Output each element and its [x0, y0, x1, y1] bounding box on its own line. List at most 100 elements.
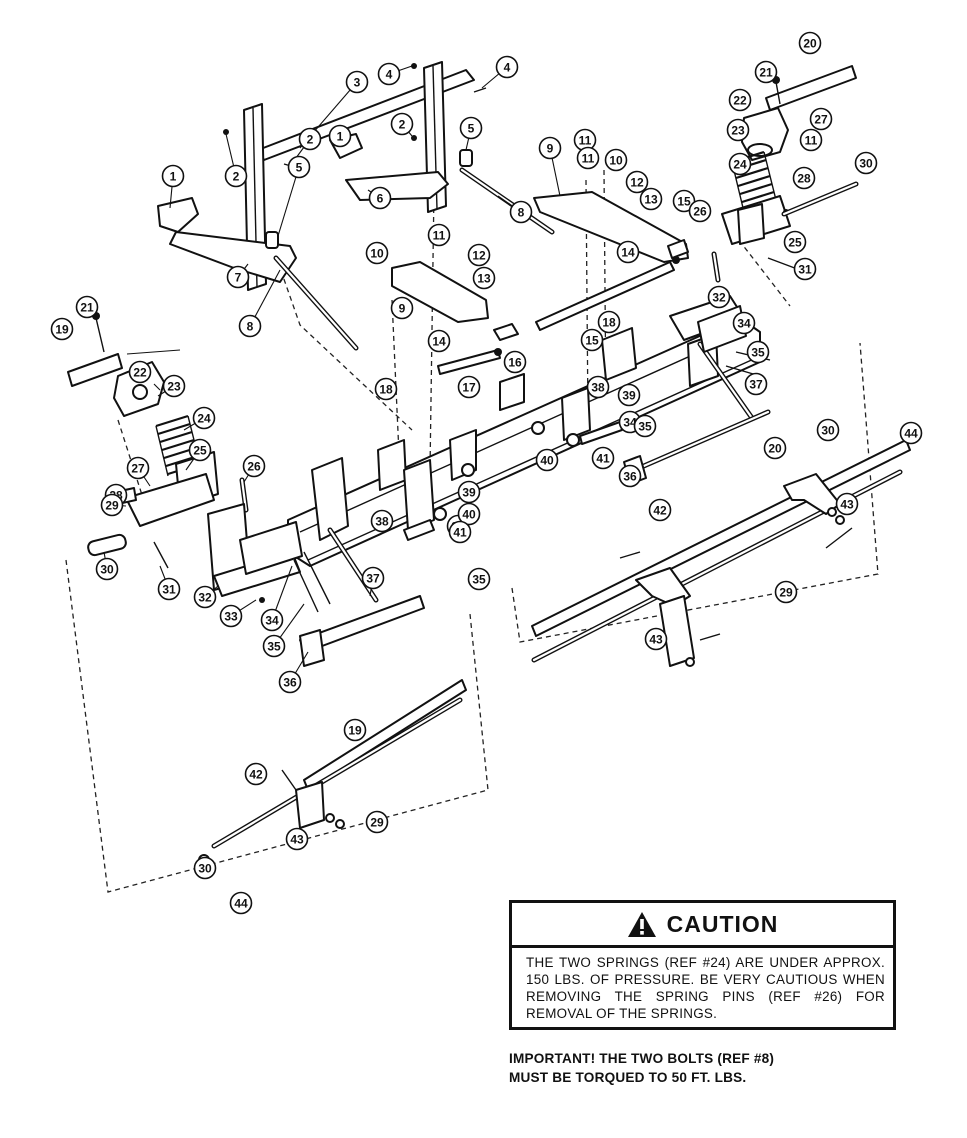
callout-label: 9 [547, 142, 554, 156]
callout-9: 9 [390, 296, 414, 320]
callout-label: 21 [759, 66, 773, 80]
callout-18: 18 [374, 377, 398, 401]
callout-label: 7 [235, 271, 242, 285]
callout-label: 38 [591, 381, 605, 395]
callout-circle [576, 146, 600, 170]
callout-label: 8 [247, 320, 254, 334]
callout-circle [799, 128, 823, 152]
callout-41: 41 [591, 446, 615, 470]
callout-label: 16 [508, 356, 522, 370]
callout-37: 37 [744, 372, 768, 396]
callout-10: 10 [365, 241, 389, 265]
callout-label: 13 [644, 193, 658, 207]
callout-circle [625, 170, 649, 194]
callout-label: 37 [749, 378, 763, 392]
callout-circle [580, 328, 604, 352]
callout-29: 29 [774, 580, 798, 604]
callout-label: 11 [433, 229, 446, 243]
callout-7: 7 [226, 265, 250, 289]
callout-label: 19 [55, 323, 69, 337]
callout-1: 1 [328, 124, 352, 148]
callout-label: 34 [623, 416, 637, 430]
callout-circle [535, 448, 559, 472]
callout-label: 30 [100, 563, 114, 577]
callout-circle [754, 60, 778, 84]
callout-32: 32 [707, 285, 731, 309]
callout-label: 30 [859, 157, 873, 171]
callout-label: 21 [80, 301, 94, 315]
callout-label: 36 [623, 470, 637, 484]
callout-label: 34 [737, 317, 751, 331]
callout-31: 31 [157, 577, 181, 601]
callout-circle [538, 136, 562, 160]
callout-circle [343, 718, 367, 742]
callout-20: 20 [798, 31, 822, 55]
callout-label: 27 [814, 113, 828, 127]
callout-circle [459, 116, 483, 140]
callout-43: 43 [644, 627, 668, 651]
callout-label: 8 [518, 206, 525, 220]
callout-25: 25 [188, 438, 212, 462]
callout-label: 43 [290, 833, 304, 847]
callout-39: 39 [457, 480, 481, 504]
callout-11: 11 [427, 223, 451, 247]
callout-circle [586, 375, 610, 399]
callout-43: 43 [835, 492, 859, 516]
callout-circle [744, 372, 768, 396]
callout-44: 44 [229, 891, 253, 915]
callout-circle [899, 421, 923, 445]
main-body-frame [287, 295, 761, 603]
callout-label: 29 [105, 499, 119, 513]
callout-32: 32 [193, 585, 217, 609]
callout-17: 17 [457, 375, 481, 399]
callout-circle [390, 112, 414, 136]
callout-42: 42 [648, 498, 672, 522]
callout-circle [707, 285, 731, 309]
callout-circle [287, 155, 311, 179]
callout-20: 20 [763, 436, 787, 460]
callout-label: 9 [399, 302, 406, 316]
callout-label: 29 [779, 586, 793, 600]
callout-label: 44 [234, 897, 248, 911]
callout-label: 25 [788, 236, 802, 250]
lower-left-arm-assembly [198, 679, 467, 866]
callout-2: 2 [298, 127, 322, 151]
callout-circle [793, 257, 817, 281]
callout-circle [100, 493, 124, 517]
callout-label: 4 [386, 68, 393, 82]
callout-label: 10 [370, 247, 384, 261]
callout-circle [377, 62, 401, 86]
callout-30: 30 [816, 418, 840, 442]
caution-message: THE TWO SPRINGS (REF #24) ARE UNDER APPR… [526, 955, 885, 1021]
callout-label: 15 [677, 195, 691, 209]
callout-8: 8 [509, 200, 533, 224]
warning-triangle-icon [627, 911, 656, 937]
callout-25: 25 [783, 230, 807, 254]
callout-circle [728, 152, 752, 176]
callout-43: 43 [285, 827, 309, 851]
callout-label: 25 [193, 444, 207, 458]
callout-label: 18 [602, 316, 616, 330]
callout-circle [75, 295, 99, 319]
callout-35: 35 [262, 634, 286, 658]
callout-label: 4 [504, 61, 511, 75]
callout-6: 6 [368, 186, 392, 210]
callout-circle [467, 567, 491, 591]
callout-label: 15 [585, 334, 599, 348]
callout-label: 42 [249, 768, 263, 782]
callout-circle [472, 266, 496, 290]
callout-circle [591, 446, 615, 470]
callout-26: 26 [688, 199, 712, 223]
callout-circle [809, 107, 833, 131]
callout-34: 34 [732, 311, 756, 335]
callout-29: 29 [100, 493, 124, 517]
callout-circle [126, 456, 150, 480]
callout-41: 41 [448, 520, 472, 544]
caution-title: CAUTION [666, 910, 779, 937]
callout-circle [774, 580, 798, 604]
callout-27: 27 [126, 456, 150, 480]
caution-box: CAUTION THE TWO SPRINGS (REF #24) ARE UN… [509, 900, 896, 1030]
callout-40: 40 [535, 448, 559, 472]
callout-33: 33 [219, 604, 243, 628]
